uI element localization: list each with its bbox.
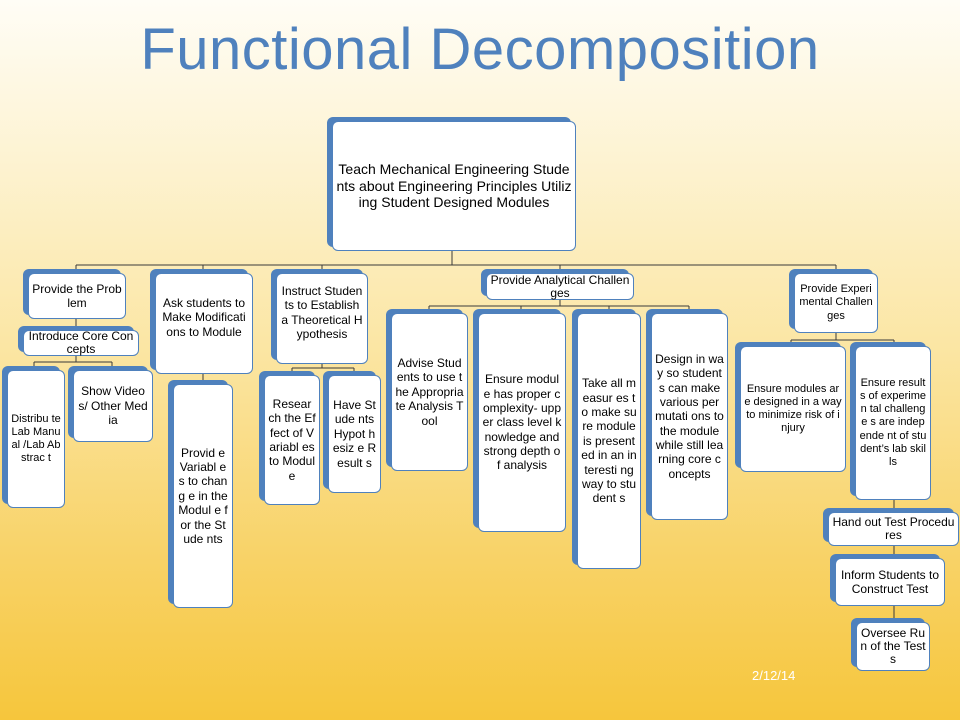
lab-manual-node: Distribu te Lab Manual /Lab Abstrac t xyxy=(7,370,65,508)
minimize-injury-label: Ensure modules are designed in a way to … xyxy=(744,382,842,435)
provide-variables-node: Provid e Variabl es to chang e in the Mo… xyxy=(173,384,233,608)
hypothesis-label: Instruct Students to Establish a Theoret… xyxy=(281,284,363,342)
hypothesis-node: Instruct Students to Establish a Theoret… xyxy=(276,273,368,364)
research-node: Resear ch the Effect of Variabl es to Mo… xyxy=(264,375,320,505)
construct-test-node: Inform Students to Construct Test xyxy=(835,558,945,606)
construct-test-label: Inform Students to Construct Test xyxy=(840,567,940,596)
hypothesize-node: Have Stude nts Hypot hesiz e Result s xyxy=(328,375,381,493)
slide-date: 2/12/14 xyxy=(752,668,796,683)
experimental-node: Provide Experimental Challenges xyxy=(794,273,878,333)
root-node: Teach Mechanical Engineering Students ab… xyxy=(332,121,576,251)
connector-core-concepts xyxy=(33,355,113,370)
lab-manual-label: Distribu te Lab Manual /Lab Abstrac t xyxy=(11,412,61,465)
core-concepts-label: Introduce Core Concepts xyxy=(28,329,134,356)
permutations-label: Design in way so students can make vario… xyxy=(655,351,724,481)
minimize-injury-node: Ensure modules are designed in a way to … xyxy=(740,346,846,472)
experimental-label: Provide Experimental Challenges xyxy=(799,283,873,322)
permutations-node: Design in way so students can make vario… xyxy=(651,313,728,520)
hand-out-label: Hand out Test Procedures xyxy=(832,514,955,542)
advise-label: Advise Students to use the Appropria te … xyxy=(395,356,464,428)
analytical-node: Provide Analytical Challenges xyxy=(486,273,634,300)
connector-experimental xyxy=(790,332,895,346)
root-label: Teach Mechanical Engineering Students ab… xyxy=(336,160,572,211)
provide-variables-label: Provid e Variabl es to chang e in the Mo… xyxy=(178,445,228,546)
lab-skills-label: Ensure results of experimen tal challeng… xyxy=(859,376,927,468)
research-label: Resear ch the Effect of Variabl es to Mo… xyxy=(268,396,316,483)
interesting-node: Take all measur es to make sure module i… xyxy=(577,313,641,569)
show-videos-node: Show Videos/ Other Media xyxy=(73,370,153,442)
complexity-node: Ensure module has proper complexity- upp… xyxy=(478,313,566,532)
oversee-node: Oversee Run of the Tests xyxy=(856,622,930,671)
show-videos-label: Show Videos/ Other Media xyxy=(78,384,148,428)
oversee-label: Oversee Run of the Tests xyxy=(860,625,926,667)
connector-analytical xyxy=(428,299,690,313)
complexity-label: Ensure module has proper complexity- upp… xyxy=(482,372,562,473)
hand-out-node: Hand out Test Procedures xyxy=(828,512,959,546)
connector-root xyxy=(75,250,837,273)
hypothesize-label: Have Stude nts Hypot hesiz e Result s xyxy=(332,398,377,470)
connector-hypothesis xyxy=(291,363,355,375)
problem-label: Provide the Problem xyxy=(32,282,122,311)
core-concepts-node: Introduce Core Concepts xyxy=(23,330,139,356)
modify-node: Ask students to Make Modifications to Mo… xyxy=(155,273,253,374)
slide-title: Functional Decomposition xyxy=(140,17,820,82)
lab-skills-node: Ensure results of experimen tal challeng… xyxy=(855,346,931,500)
advise-node: Advise Students to use the Appropria te … xyxy=(391,313,468,471)
problem-node: Provide the Problem xyxy=(28,273,126,319)
interesting-label: Take all measur es to make sure module i… xyxy=(581,376,637,506)
modify-label: Ask students to Make Modifications to Mo… xyxy=(162,296,246,339)
analytical-label: Provide Analytical Challenges xyxy=(490,272,630,300)
